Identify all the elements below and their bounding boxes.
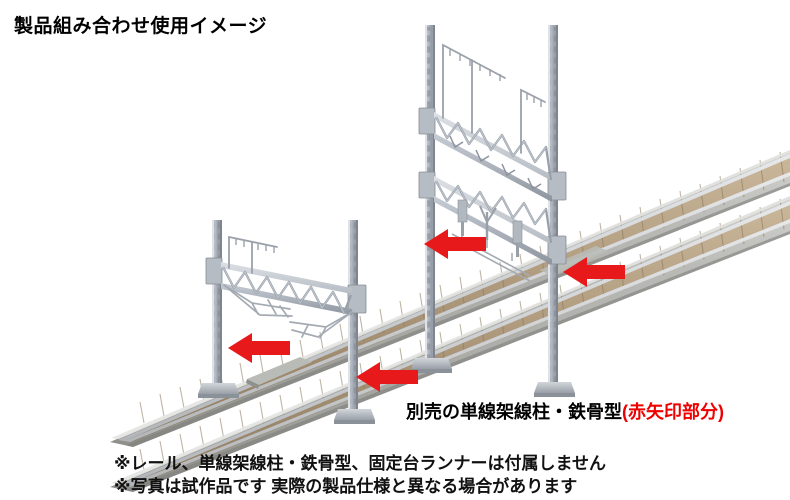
short-gantry	[198, 220, 375, 424]
tall-gantry-upper-truss	[418, 43, 567, 202]
short-gantry-registration-arms	[223, 284, 293, 318]
caption-main-text: 別売の単線架線柱・鉄骨型	[406, 402, 622, 422]
tall-gantry	[411, 25, 575, 397]
tall-gantry-lower-truss	[418, 171, 567, 282]
short-gantry-right-mast	[334, 220, 375, 424]
arrow-tall-gantry-left-mast	[424, 229, 486, 259]
footnote-line-2: ※写真は試作品です 実際の製品仕様と異なる場合があります	[114, 477, 578, 496]
red-arrow-annotations	[228, 229, 625, 392]
page-title: 製品組み合わせ使用イメージ	[14, 16, 268, 37]
tall-gantry-right-mast	[534, 25, 575, 397]
arrow-tall-gantry-right-mast	[563, 257, 625, 287]
caption: 別売の単線架線柱・鉄骨型(赤矢印部分)	[406, 398, 724, 424]
short-gantry-left-mast	[198, 220, 239, 398]
caption-highlight-text: (赤矢印部分)	[622, 402, 724, 422]
footnote-line-1: ※レール、単線架線柱・鉄骨型、固定台ランナーは付属しません	[114, 454, 607, 473]
short-gantry-truss	[205, 235, 367, 339]
arrow-left-gantry-right-mast	[356, 362, 418, 392]
footnotes: ※レール、単線架線柱・鉄骨型、固定台ランナーは付属しません ※写真は試作品です …	[114, 452, 606, 498]
arrow-left-gantry-left-mast	[228, 333, 290, 363]
tall-gantry-insulators	[457, 199, 523, 257]
